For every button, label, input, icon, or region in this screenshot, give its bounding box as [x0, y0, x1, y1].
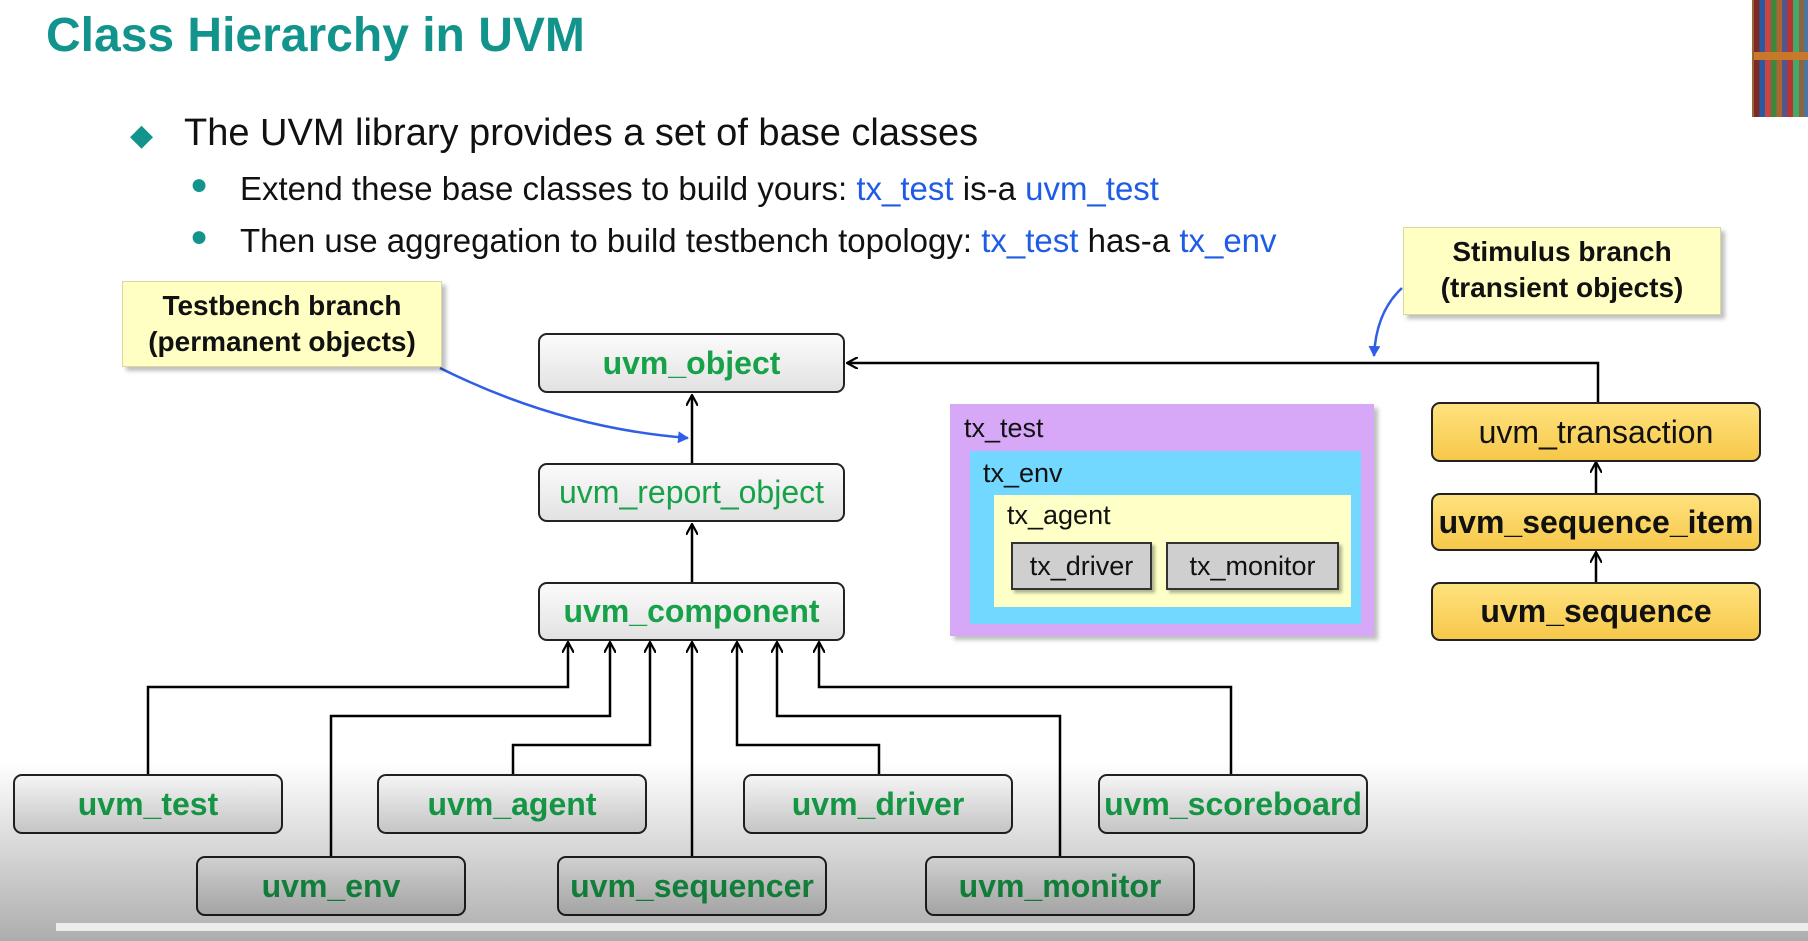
uvm-sequence-item-box: uvm_sequence_item — [1431, 493, 1761, 551]
uvm-agent-box: uvm_agent — [377, 774, 647, 834]
bullet-main-text: The UVM library provides a set of base c… — [184, 112, 979, 154]
bullet-aggregation-text: Then use aggregation to build testbench … — [240, 222, 1277, 260]
tx-test-label: tx_test — [964, 413, 1044, 443]
testbench-branch-title: Testbench branch — [162, 290, 402, 321]
tx-monitor-box: tx_monitor — [1166, 542, 1339, 590]
video-progress-bar[interactable] — [56, 923, 1808, 931]
uvm-report-object-box: uvm_report_object — [538, 463, 845, 522]
testbench-branch-callout: Testbench branch (permanent objects) — [122, 281, 442, 367]
uvm-monitor-box: uvm_monitor — [925, 856, 1195, 916]
slide-title: Class Hierarchy in UVM — [46, 9, 585, 62]
uvm-sequence-box: uvm_sequence — [1431, 582, 1761, 641]
dot-bullet-icon: ● — [190, 220, 209, 253]
bullet-aggregation-mid: has-a — [1078, 222, 1180, 259]
tx-env-label: tx_env — [983, 458, 1063, 488]
books-thumbnail-icon — [1752, 0, 1808, 117]
uvm-object-box: uvm_object — [538, 333, 845, 393]
tx-driver-box: tx_driver — [1011, 542, 1152, 590]
bullet-extend-mid: is-a — [953, 170, 1026, 207]
bullet-aggregation-prefix: Then use aggregation to build testbench … — [240, 222, 982, 259]
stimulus-branch-subtitle: (transient objects) — [1440, 272, 1684, 303]
code-uvm-test: uvm_test — [1025, 170, 1159, 207]
tx-test-container: tx_test tx_env tx_agent tx_driver tx_mon… — [950, 404, 1374, 636]
stimulus-branch-title: Stimulus branch — [1452, 236, 1672, 267]
uvm-scoreboard-box: uvm_scoreboard — [1098, 774, 1368, 834]
stimulus-branch-callout: Stimulus branch (transient objects) — [1403, 227, 1721, 315]
bullet-extend-prefix: Extend these base classes to build yours… — [240, 170, 857, 207]
testbench-branch-subtitle: (permanent objects) — [148, 326, 416, 357]
uvm-sequencer-box: uvm_sequencer — [557, 856, 827, 916]
uvm-transaction-box: uvm_transaction — [1431, 402, 1761, 462]
dot-bullet-icon: ● — [190, 168, 209, 201]
diamond-bullet-icon: ◆ — [130, 119, 154, 152]
uvm-env-box: uvm_env — [196, 856, 466, 916]
tx-env-container: tx_env tx_agent tx_driver tx_monitor — [970, 451, 1361, 624]
uvm-driver-box: uvm_driver — [743, 774, 1013, 834]
tx-agent-label: tx_agent — [1007, 500, 1111, 530]
code-tx-test: tx_test — [981, 222, 1079, 259]
bullet-extend-text: Extend these base classes to build yours… — [240, 170, 1159, 208]
uvm-component-box: uvm_component — [538, 582, 845, 641]
code-tx-env: tx_env — [1179, 222, 1277, 259]
code-tx-test: tx_test — [856, 170, 954, 207]
tx-agent-container: tx_agent tx_driver tx_monitor — [994, 495, 1351, 607]
uvm-test-box: uvm_test — [13, 774, 283, 834]
